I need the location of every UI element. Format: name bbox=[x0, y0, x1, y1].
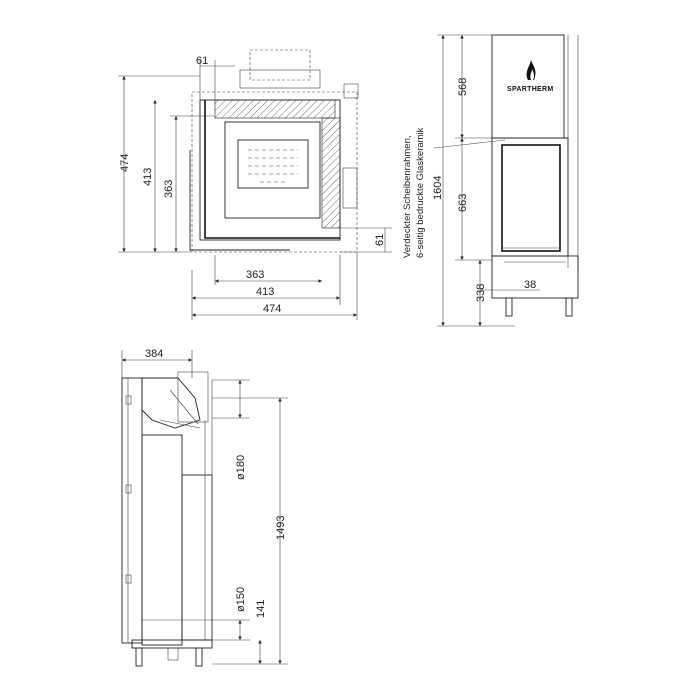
front-view-firebox-frame bbox=[491, 137, 569, 257]
side-view: 384 ø180 1493 ø150 141 bbox=[121, 348, 288, 667]
front-view-glass bbox=[501, 144, 561, 252]
side-view-back-casing bbox=[121, 377, 143, 644]
side-view-foot-left bbox=[135, 647, 143, 667]
dim-top-61: 61 bbox=[196, 55, 208, 67]
brand-flame-icon bbox=[526, 60, 536, 80]
dim-338: 338 bbox=[475, 284, 487, 302]
dim-width-413: 413 bbox=[256, 286, 274, 298]
brand-logo: SPARTHERM bbox=[507, 86, 554, 93]
side-view-door bbox=[181, 474, 213, 641]
dim-height-363: 363 bbox=[163, 180, 175, 198]
dim-1493: 1493 bbox=[275, 516, 287, 540]
dim-663: 663 bbox=[457, 194, 469, 212]
dim-1604: 1604 bbox=[432, 176, 444, 200]
top-view-hatch-right bbox=[321, 117, 341, 229]
side-view-hood bbox=[141, 377, 201, 429]
front-view-foot-left bbox=[505, 297, 513, 317]
side-view-foot-right bbox=[195, 647, 203, 667]
top-view-body bbox=[199, 99, 341, 241]
side-view-base bbox=[131, 639, 213, 649]
side-view-feature-1 bbox=[125, 395, 132, 405]
dim-38: 38 bbox=[524, 279, 536, 291]
note-line1: Verdeckter Scheibenrahmen, bbox=[402, 135, 413, 258]
front-view: SPARTHERM 568 1604 663 338 38 Verdeckter… bbox=[402, 34, 579, 327]
top-view-grate-slots bbox=[248, 149, 298, 183]
dim-height-474: 474 bbox=[119, 154, 131, 172]
top-view-connector-right bbox=[342, 167, 358, 209]
dim-d180: ø180 bbox=[235, 455, 247, 480]
top-view-flue-box bbox=[239, 69, 321, 89]
dim-height-413: 413 bbox=[142, 168, 154, 186]
top-view-glass bbox=[204, 100, 340, 239]
top-view-flue-outline bbox=[249, 49, 311, 81]
top-view-hatch-top bbox=[214, 99, 336, 119]
side-view-feature-3 bbox=[125, 574, 132, 584]
top-view-grate bbox=[237, 139, 309, 189]
side-view-feature-2 bbox=[125, 484, 132, 494]
side-view-flue bbox=[177, 371, 209, 423]
dim-width-363: 363 bbox=[246, 269, 264, 281]
side-view-foot-mid bbox=[167, 647, 179, 661]
top-view: 61 474 413 363 61 363 413 474 bbox=[118, 49, 392, 320]
dim-right-61: 61 bbox=[374, 234, 386, 246]
side-view-body bbox=[141, 434, 183, 646]
dim-568: 568 bbox=[457, 78, 469, 96]
front-view-foot-right bbox=[565, 297, 573, 317]
dim-384: 384 bbox=[145, 348, 163, 360]
front-view-base bbox=[491, 255, 579, 299]
dim-d150: ø150 bbox=[235, 587, 247, 612]
top-view-connector-top bbox=[343, 83, 359, 99]
dim-width-474: 474 bbox=[263, 303, 281, 315]
dim-141: 141 bbox=[255, 600, 267, 618]
top-view-inner-firebox bbox=[224, 121, 321, 219]
top-view-handle bbox=[189, 150, 290, 251]
note-line2: 6-seitig bedruckte Glaskeramik bbox=[415, 127, 426, 258]
